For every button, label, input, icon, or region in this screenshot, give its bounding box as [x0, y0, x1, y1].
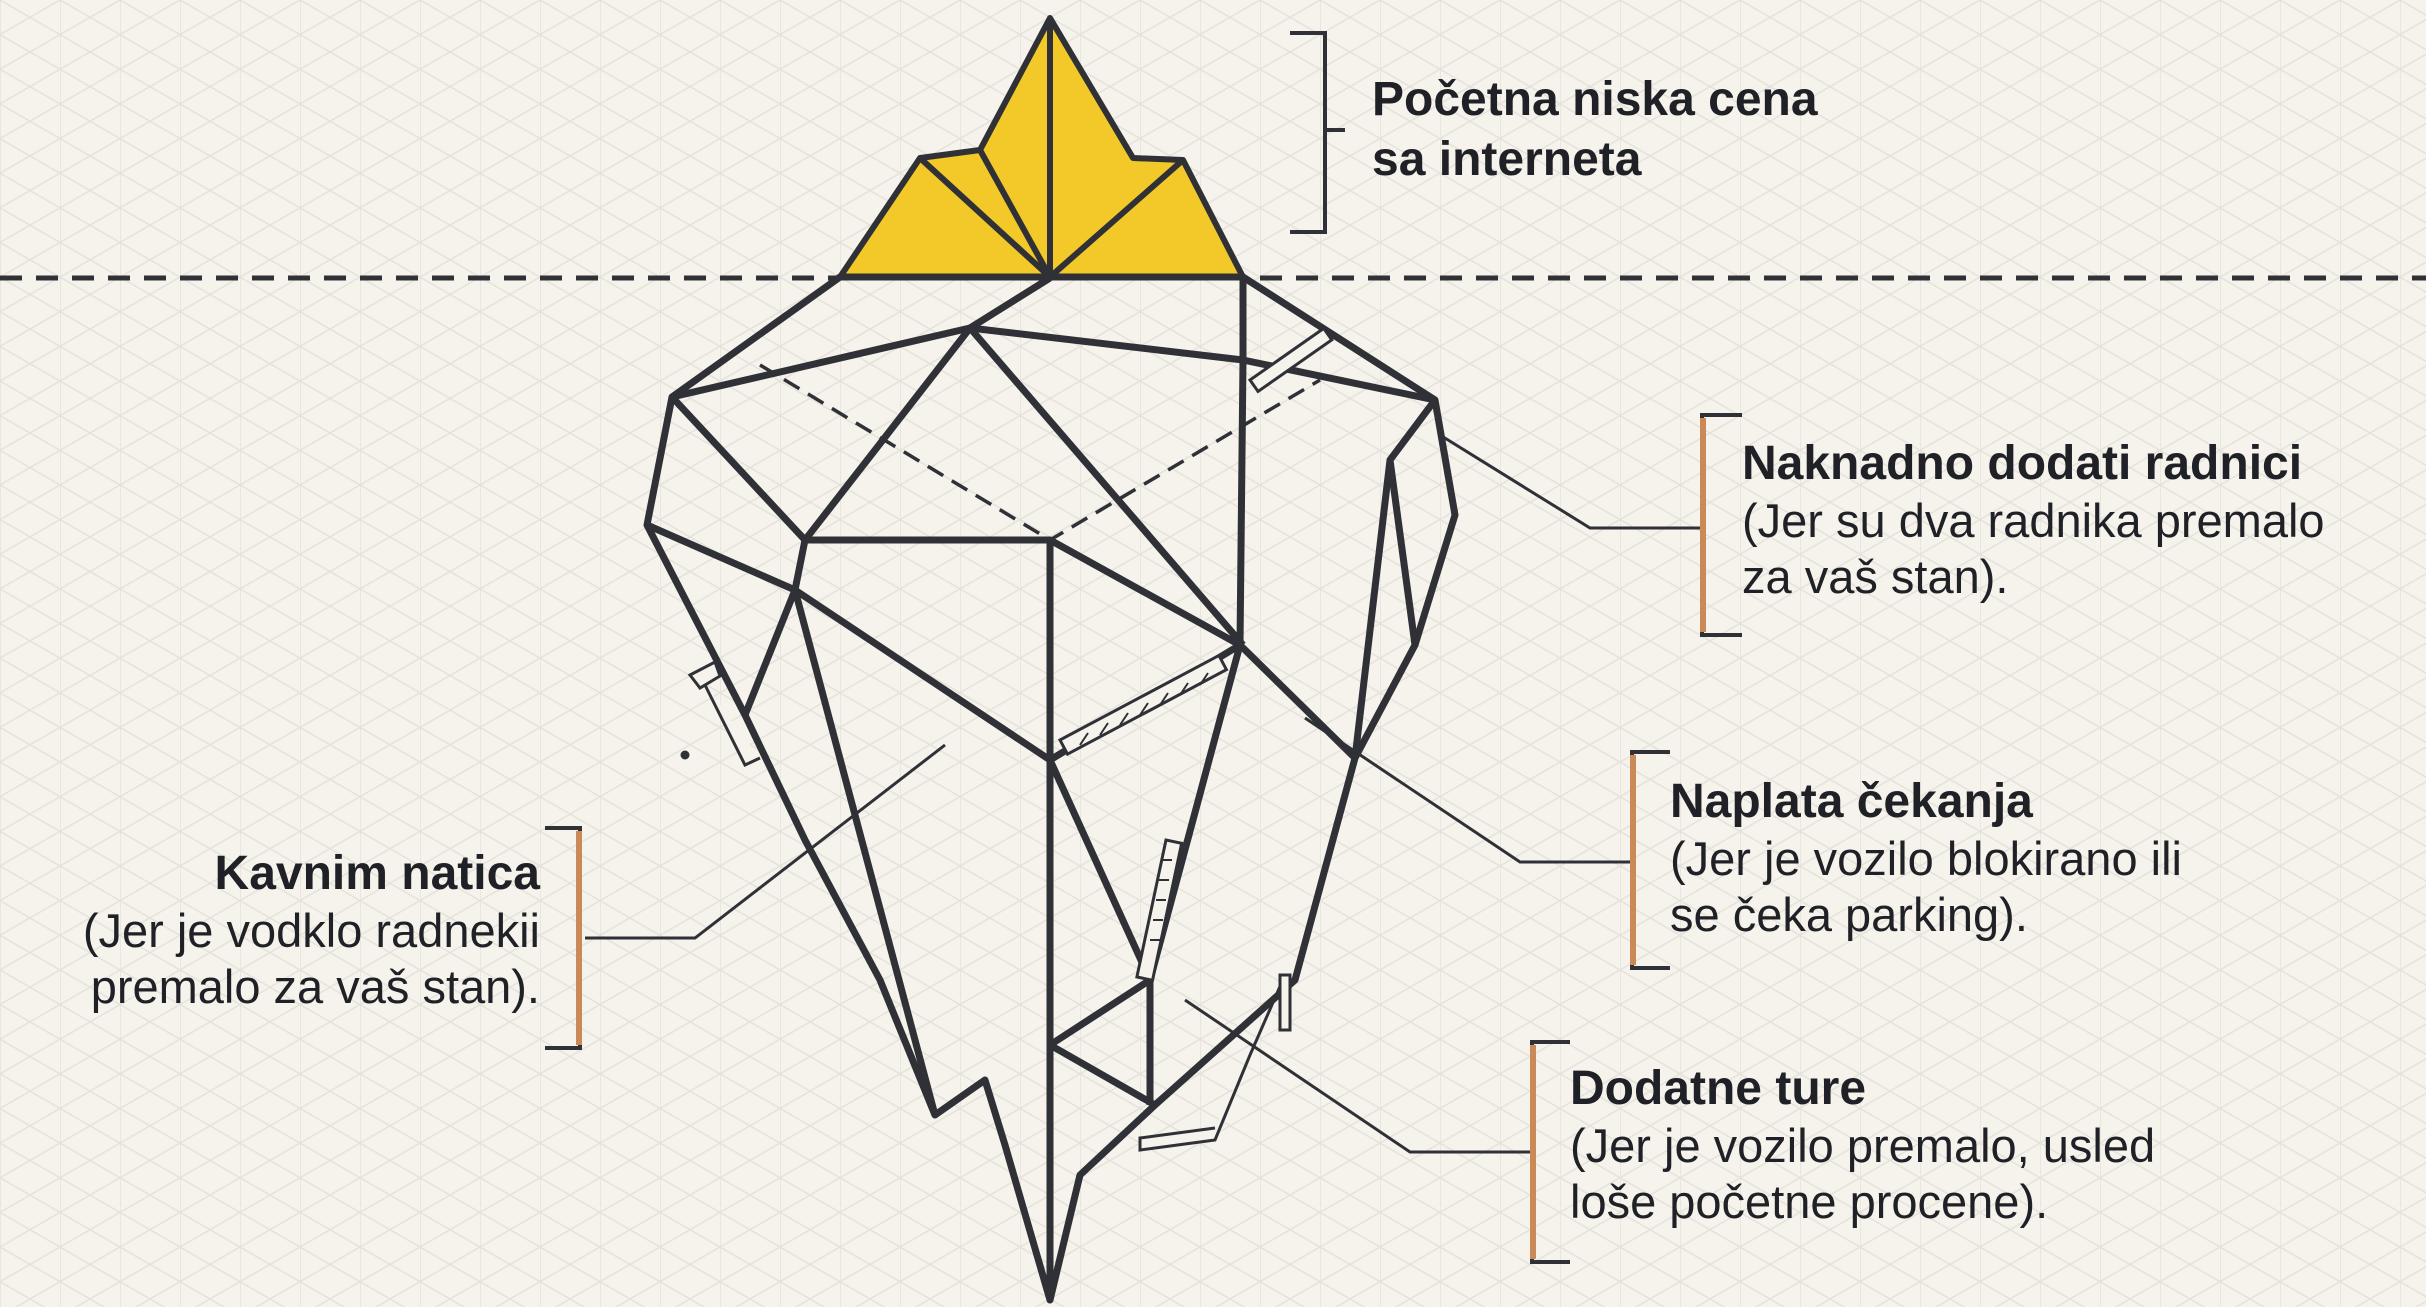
bracket-left: [545, 826, 582, 1050]
label-waiting-fee-title: Naplata čekanja: [1670, 775, 2033, 828]
label-waiting-fee: Naplata čekanja (Jer je vozilo blokirano…: [1670, 773, 2182, 943]
bracket-right-3: [1530, 1040, 1570, 1264]
iceberg-body: [643, 273, 1459, 1304]
bracket-right-2: [1630, 750, 1670, 970]
label-initial-low-price: Početna niska cena sa interneta: [1372, 70, 1818, 190]
iceberg-hidden-edges: [759, 363, 1321, 543]
leader-lines: [585, 433, 1700, 1154]
tool-clamp-icon: [680, 659, 1292, 1152]
label-initial-low-price-title: Početna niska cena sa interneta: [1372, 73, 1818, 186]
label-extra-workers: Naknadno dodati radnici (Jer su dva radn…: [1742, 435, 2325, 605]
label-extra-trips-body: (Jer je vozilo premalo, usled loše počet…: [1570, 1118, 2156, 1228]
label-extra-trips-title: Dodatne ture: [1570, 1062, 1867, 1115]
bracket-top: [1290, 31, 1345, 234]
label-left-cost-title: Kavnim natica: [214, 847, 540, 900]
label-waiting-fee-body: (Jer je vozilo blokirano ili se čeka par…: [1670, 831, 2182, 941]
vernier-caliper-icon: [1057, 653, 1229, 757]
measuring-tape-icon: [1135, 838, 1184, 983]
label-extra-workers-body: (Jer su dva radnika premalo za vaš stan)…: [1742, 493, 2325, 603]
label-extra-workers-title: Naknadno dodati radnici: [1742, 437, 2303, 490]
scale-ruler-icon: [1247, 326, 1334, 394]
bracket-right-1: [1700, 413, 1742, 637]
label-extra-trips: Dodatne ture (Jer je vozilo premalo, usl…: [1570, 1060, 2155, 1230]
label-left-cost: Kavnim natica (Jer je vodklo radnekii pr…: [0, 845, 540, 1015]
label-left-cost-body: (Jer je vodklo radnekii premalo za vaš s…: [82, 903, 540, 1013]
